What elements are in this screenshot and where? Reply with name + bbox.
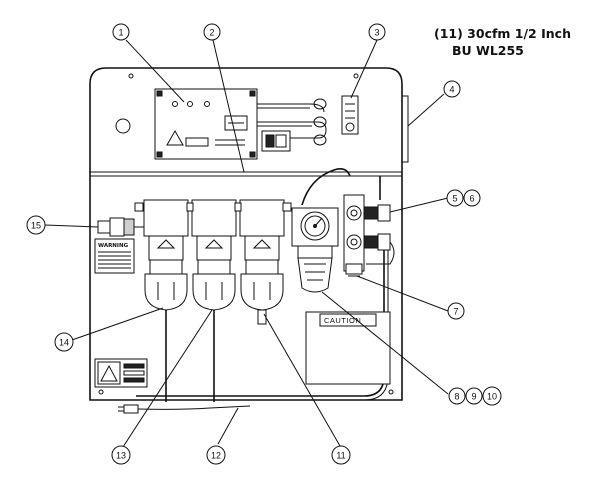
callout-9: 9 <box>465 387 483 405</box>
svg-text:15: 15 <box>31 221 41 231</box>
valve-manifold <box>136 176 395 401</box>
callout-13: 13 <box>111 445 131 465</box>
callout-3: 3 <box>368 23 386 41</box>
fitting <box>134 202 144 212</box>
filter-1 <box>143 199 189 402</box>
svg-text:12: 12 <box>211 451 221 461</box>
callout-12: 12 <box>206 445 226 465</box>
svg-text:13: 13 <box>116 451 126 461</box>
warning-text: WARNING <box>98 243 129 249</box>
logo-plate <box>94 358 148 388</box>
callout-6: 6 <box>463 189 481 207</box>
svg-text:7: 7 <box>453 307 458 317</box>
caution-label: CAUTION <box>305 311 391 385</box>
inlet-fitting <box>97 217 144 237</box>
svg-text:10: 10 <box>487 392 497 402</box>
warning-label: WARNING <box>94 238 135 274</box>
gauge-panel <box>341 95 359 135</box>
callout-15: 15 <box>26 215 46 235</box>
callout-1: 1 <box>112 23 130 41</box>
svg-text:3: 3 <box>374 28 379 38</box>
fitting <box>282 202 292 212</box>
leader-lines <box>44 39 449 448</box>
fitting <box>186 202 194 212</box>
filter-2 <box>191 199 237 402</box>
callout-7: 7 <box>447 302 465 320</box>
callout-10: 10 <box>482 386 502 406</box>
regulator <box>291 168 351 293</box>
filter-3 <box>239 199 285 325</box>
callout-2: 2 <box>203 23 221 41</box>
svg-text:1: 1 <box>118 28 123 38</box>
power-cord <box>118 404 251 414</box>
callout-11-bottom: 11 <box>331 445 351 465</box>
svg-text:8: 8 <box>454 392 459 402</box>
title-line-1: (11) 30cfm 1/2 Inch <box>434 26 571 41</box>
callout-4: 4 <box>443 80 461 98</box>
svg-text:4: 4 <box>449 85 454 95</box>
svg-text:11: 11 <box>336 451 345 461</box>
svg-text:6: 6 <box>469 194 474 204</box>
svg-text:2: 2 <box>209 28 214 38</box>
callout-5: 5 <box>446 189 464 207</box>
svg-text:5: 5 <box>452 194 457 204</box>
fitting <box>234 202 242 212</box>
control-box <box>154 88 258 160</box>
title-line-2: BU WL255 <box>452 43 524 58</box>
back-panel <box>89 67 409 401</box>
svg-text:9: 9 <box>471 392 476 402</box>
svg-text:14: 14 <box>59 338 69 348</box>
caution-text: CAUTION <box>324 316 361 325</box>
callout-8: 8 <box>448 387 466 405</box>
top-hoses <box>257 98 327 152</box>
callout-14: 14 <box>54 332 74 352</box>
